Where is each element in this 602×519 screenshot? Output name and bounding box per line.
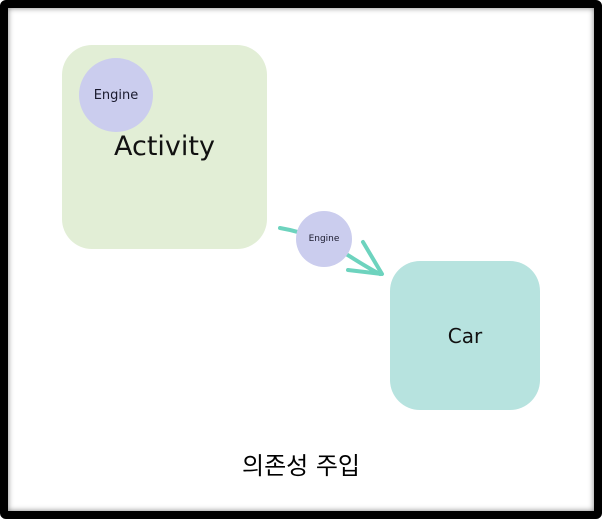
arrow-head bbox=[346, 240, 384, 276]
engine-label: Engine bbox=[93, 87, 139, 103]
engine-label-small: Engine bbox=[308, 234, 340, 244]
engine-node-in-activity: Engine bbox=[79, 58, 153, 132]
activity-label: Activity bbox=[114, 131, 215, 162]
car-box: Car bbox=[390, 261, 540, 410]
diagram-caption: 의존성 주입 bbox=[241, 452, 361, 480]
car-label: Car bbox=[447, 323, 483, 348]
engine-node-injected: Engine bbox=[296, 211, 352, 267]
